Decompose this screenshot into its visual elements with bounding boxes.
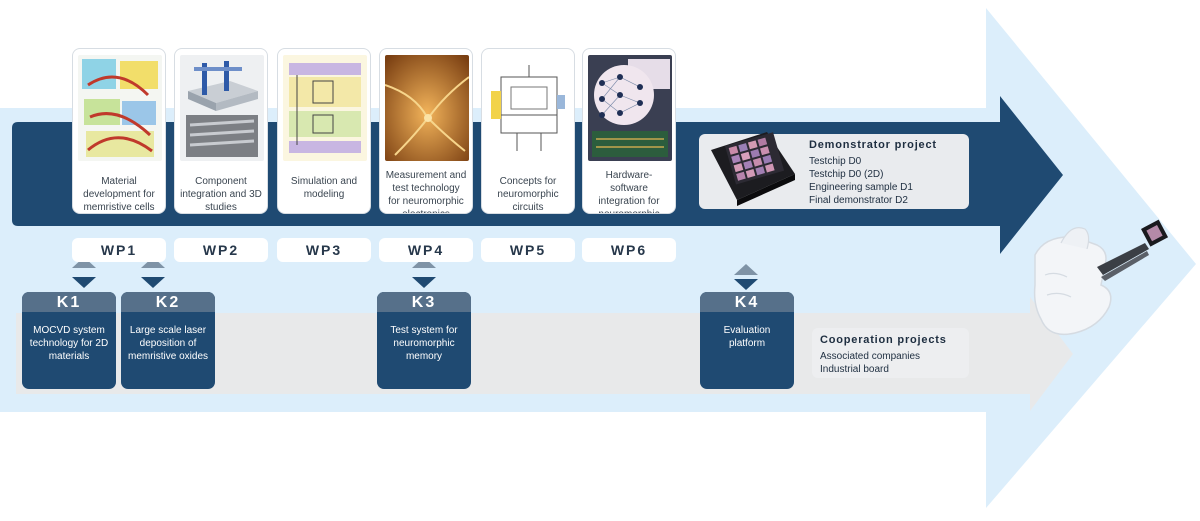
connector-wp2-k2 [141,257,165,288]
list-item: Testchip D0 (2D) [809,169,884,180]
demonstrator-title: Demonstrator project [809,139,937,151]
wp6-label: WP6 [582,238,676,262]
demonstrator-list: Testchip D0 Testchip D0 (2D) Engineering… [809,155,913,207]
k2-description: Large scale laser deposition of memristi… [127,325,209,362]
k3-box: K3 Test system for neuromorphic memory [377,292,471,389]
memristive-crystal-icon [78,55,162,161]
list-item: Testchip D0 [809,156,862,167]
wp5-description: Concepts for neuromorphic circuits [497,176,559,213]
cooperation-title: Cooperation projects [820,334,947,346]
list-item: Associated companies [820,351,921,362]
gloved-hand-chip-icon [1033,219,1169,336]
circuit-diagram-icon [487,55,571,161]
wp3-label: WP3 [277,238,371,262]
wp2-description: Component integration and 3D studies [180,176,262,213]
k3-description: Test system for neuromorphic memory [390,325,458,362]
k3-label: K3 [377,292,471,312]
3d-chip-structure-icon [180,55,264,161]
wp2-label: WP2 [174,238,268,262]
k1-description: MOCVD system technology for 2D materials [29,325,109,362]
cooperation-panel: Cooperation projects Associated companie… [812,328,969,378]
wp5-label: WP5 [481,238,575,262]
k2-label: K2 [121,292,215,312]
connector-wp1-k1 [72,257,96,288]
bottom-grey-arrow [16,297,1073,411]
probe-station-icon [385,55,469,161]
demonstrator-panel: Demonstrator project Testchip D0 Testchi… [699,132,969,209]
k1-box: K1 MOCVD system technology for 2D materi… [22,292,116,389]
wp1-label: WP1 [72,238,166,262]
k2-box: K2 Large scale laser deposition of memri… [121,292,215,389]
chip-array-icon [711,132,795,206]
connector-wp4-k3 [412,257,436,288]
wp1-card: Material development for memristive cell… [72,48,166,214]
k1-label: K1 [22,292,116,312]
wp5-card: Concepts for neuromorphic circuits [481,48,575,214]
wp1-description: Material development for memristive cell… [83,176,155,213]
k4-description: Evaluation platform [723,325,771,349]
wp4-description: Measurement and test technology for neur… [385,170,467,213]
wp6-description: Hardware- software integration for neuro… [598,170,660,213]
list-item: Industrial board [820,364,889,375]
device-schematic-icon [283,55,367,161]
wp3-card: Simulation and modeling [277,48,371,214]
wp4-card: Measurement and test technology for neur… [379,48,473,214]
list-item: Engineering sample D1 [809,182,913,193]
wp4-label: WP4 [379,238,473,262]
k4-box: K4 Evaluation platform [700,292,794,389]
cooperation-list: Associated companies Industrial board [820,350,920,376]
neural-network-icon [588,55,672,161]
wp3-description: Simulation and modeling [290,176,358,200]
connector-k4 [734,264,758,290]
list-item: Final demonstrator D2 [809,195,908,206]
k4-label: K4 [700,292,794,312]
wp2-card: Component integration and 3D studies [174,48,268,214]
wp6-card: Hardware- software integration for neuro… [582,48,676,214]
